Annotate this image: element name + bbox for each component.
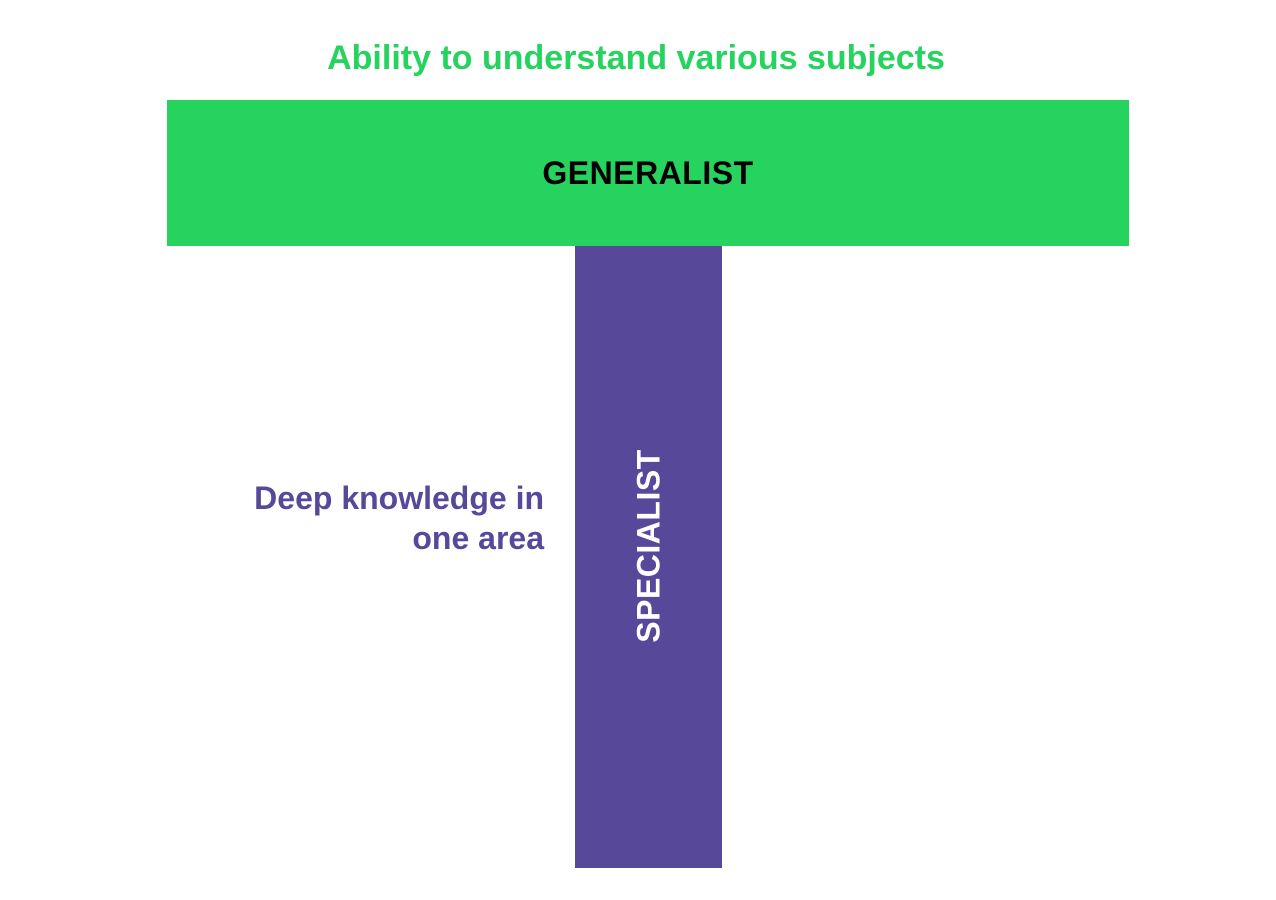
generalist-bar: GENERALIST (167, 100, 1129, 246)
generalist-label: GENERALIST (542, 154, 754, 191)
specialist-caption: Deep knowledge in one area (200, 478, 544, 558)
generalist-caption: Ability to understand various subjects (327, 39, 945, 77)
specialist-caption-line-2: one area (412, 520, 544, 556)
specialist-caption-line-1: Deep knowledge in (254, 480, 544, 516)
specialist-bar: SPECIALIST (575, 246, 722, 868)
specialist-label: SPECIALIST (630, 449, 666, 643)
